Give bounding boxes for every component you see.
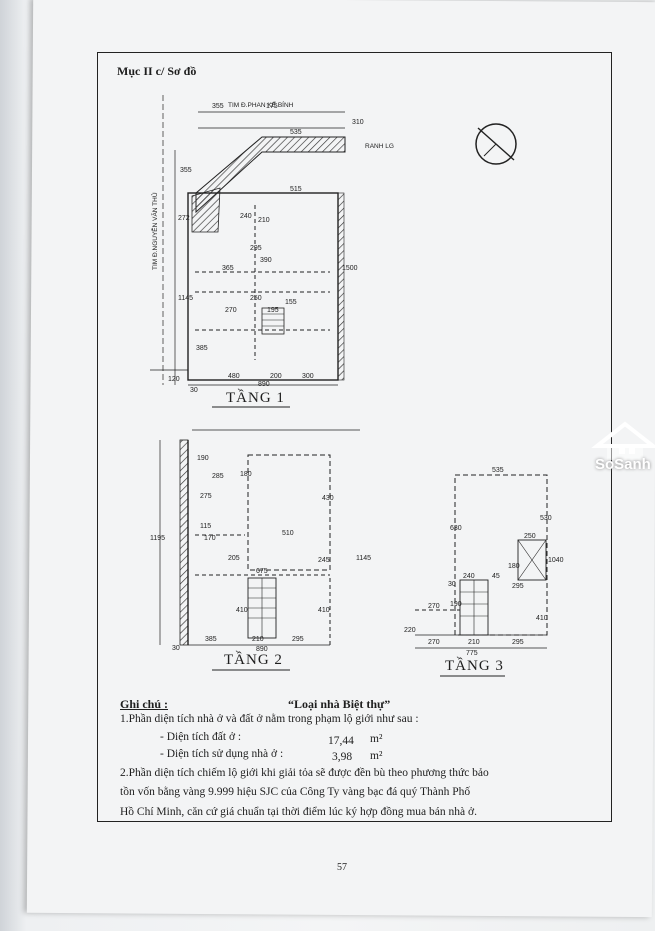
f3-dim-10: 270 bbox=[428, 603, 440, 610]
f3-dim-0: 535 bbox=[492, 467, 504, 474]
f2-dim-16: 295 bbox=[292, 636, 304, 643]
f1-dim-5: 515 bbox=[290, 186, 302, 193]
street-left-label: TIM Đ.NGUYỄN VĂN THỦ bbox=[150, 192, 159, 270]
f2-dim-4: 115 bbox=[200, 523, 211, 530]
f1-dim-23: 120 bbox=[168, 376, 180, 383]
f2-dim-19: 1145 bbox=[356, 555, 371, 562]
f3-dim-12: 410 bbox=[536, 615, 548, 622]
house-icon bbox=[591, 421, 655, 460]
note-line-1: 1.Phần diện tích nhà ở và đất ở nằm tron… bbox=[120, 713, 419, 725]
use-area-unit: m² bbox=[370, 750, 383, 762]
f2-dim-9: 430 bbox=[322, 495, 334, 502]
f2-dim-17: 890 bbox=[256, 646, 268, 653]
f2-dim-13: 30 bbox=[172, 645, 180, 652]
f2-dim-15: 210 bbox=[252, 636, 264, 643]
use-area-label: - Diện tích sử dụng nhà ở : bbox=[160, 748, 284, 760]
f1-dim-18: 1500 bbox=[342, 265, 358, 272]
f1-dim-14: 250 bbox=[250, 295, 262, 302]
f1-dim-12: 1145 bbox=[178, 295, 193, 302]
f1-dim-16: 155 bbox=[285, 299, 297, 306]
f2-dim-14: 385 bbox=[205, 636, 217, 643]
f3-dim-1: 630 bbox=[450, 525, 462, 532]
f2-dim-2: 180 bbox=[240, 471, 252, 478]
f3-dim-7: 30 bbox=[448, 581, 456, 588]
f3-dim-15: 210 bbox=[468, 639, 480, 646]
note-line-2b: tồn vốn bằng vàng 9.999 hiệu SJC của Côn… bbox=[120, 786, 471, 798]
f2-dim-7: 1195 bbox=[150, 535, 165, 542]
f3-dim-9: 295 bbox=[512, 583, 524, 590]
watermark-logo: SoSanh bbox=[585, 414, 655, 482]
f1-dim-19: 480 bbox=[228, 373, 240, 380]
f2-dim-6: 205 bbox=[228, 555, 240, 562]
page-mark: 57 bbox=[337, 862, 347, 873]
f2-dim-3: 275 bbox=[200, 493, 212, 500]
notes-title: Ghi chú : bbox=[120, 697, 169, 711]
f3-dim-11: 190 bbox=[450, 601, 462, 608]
f2-dim-18: 410 bbox=[318, 607, 330, 614]
f3-dim-17: 775 bbox=[466, 650, 478, 657]
section-title: Mục II c/ Sơ đồ bbox=[117, 64, 197, 78]
f1-dim-22: 890 bbox=[258, 381, 270, 388]
f1-dim-3: 310 bbox=[352, 119, 364, 126]
f3-dim-5: 180 bbox=[508, 563, 520, 570]
f3-dim-13: 220 bbox=[404, 627, 416, 634]
f1-dim-0: 355 bbox=[212, 103, 224, 110]
f1-dim-2: 535 bbox=[290, 129, 302, 136]
f2-dim-0: 190 bbox=[197, 455, 209, 462]
floor2-dimensions: 190 285 180 275 115 170 205 1195 410 430… bbox=[150, 455, 371, 653]
f1-dim-10: 390 bbox=[260, 257, 272, 264]
land-area-unit: m² bbox=[370, 733, 383, 745]
f3-dim-16: 295 bbox=[512, 639, 524, 646]
f1-dim-13: 270 bbox=[225, 307, 237, 314]
f1-dim-9: 365 bbox=[222, 265, 234, 272]
note-line-2c: Hồ Chí Minh, căn cứ giá chuẩn tại thời đ… bbox=[120, 806, 477, 818]
floor3-dimensions: 535 630 530 250 1040 180 240 30 45 295 2… bbox=[404, 467, 564, 657]
floor2-plan bbox=[159, 429, 360, 646]
f1-dim-1: 175 bbox=[266, 103, 278, 110]
floor1-dimensions: 355 175 535 310 355 515 272 240 210 365 … bbox=[168, 103, 364, 394]
f2-dim-12: 245 bbox=[318, 557, 330, 564]
f1-dim-11: 295 bbox=[250, 245, 262, 252]
f2-dim-10: 510 bbox=[282, 530, 294, 537]
floor1-plan bbox=[150, 95, 346, 386]
f1-dim-20: 200 bbox=[270, 373, 282, 380]
floor1-title: TẦNG 1 bbox=[226, 390, 285, 406]
f2-dim-8: 410 bbox=[236, 607, 248, 614]
land-area-value: 17,44 bbox=[328, 735, 354, 747]
f3-dim-8: 45 bbox=[492, 573, 500, 580]
street-top-label: TIM Đ.PHAN KẾ BÍNH bbox=[228, 99, 294, 109]
f1-dim-7: 240 bbox=[240, 213, 252, 220]
f3-dim-6: 240 bbox=[463, 573, 475, 580]
f3-dim-3: 250 bbox=[524, 533, 536, 540]
note-line-2a: 2.Phần diện tích chiếm lộ giới khi giải … bbox=[120, 767, 489, 779]
f1-dim-4: 355 bbox=[180, 167, 192, 174]
floor2-title: TẦNG 2 bbox=[224, 652, 283, 668]
watermark-text: SoSanh bbox=[595, 456, 651, 473]
f2-dim-5: 170 bbox=[204, 535, 216, 542]
f1-dim-15: 195 bbox=[267, 307, 279, 314]
f1-dim-21: 300 bbox=[302, 373, 314, 380]
floor3-plan bbox=[415, 474, 548, 649]
f2-dim-1: 285 bbox=[212, 473, 224, 480]
floor3-title: TẦNG 3 bbox=[445, 658, 504, 674]
f1-dim-17: 385 bbox=[196, 345, 208, 352]
f1-dim-24: 30 bbox=[190, 387, 198, 394]
compass-icon bbox=[475, 123, 517, 165]
land-area-label: - Diện tích đất ở : bbox=[160, 731, 242, 743]
f2-dim-11: 675 bbox=[256, 568, 268, 575]
f3-dim-2: 530 bbox=[540, 515, 552, 522]
f1-dim-8: 210 bbox=[258, 217, 270, 224]
f3-dim-4: 1040 bbox=[548, 557, 564, 564]
f3-dim-14: 270 bbox=[428, 639, 440, 646]
boundary-label: RANH LG bbox=[365, 143, 394, 150]
use-area-value: 3,98 bbox=[332, 751, 353, 763]
f1-dim-6: 272 bbox=[178, 215, 190, 222]
house-type: “Loại nhà Biệt thự” bbox=[288, 697, 391, 711]
